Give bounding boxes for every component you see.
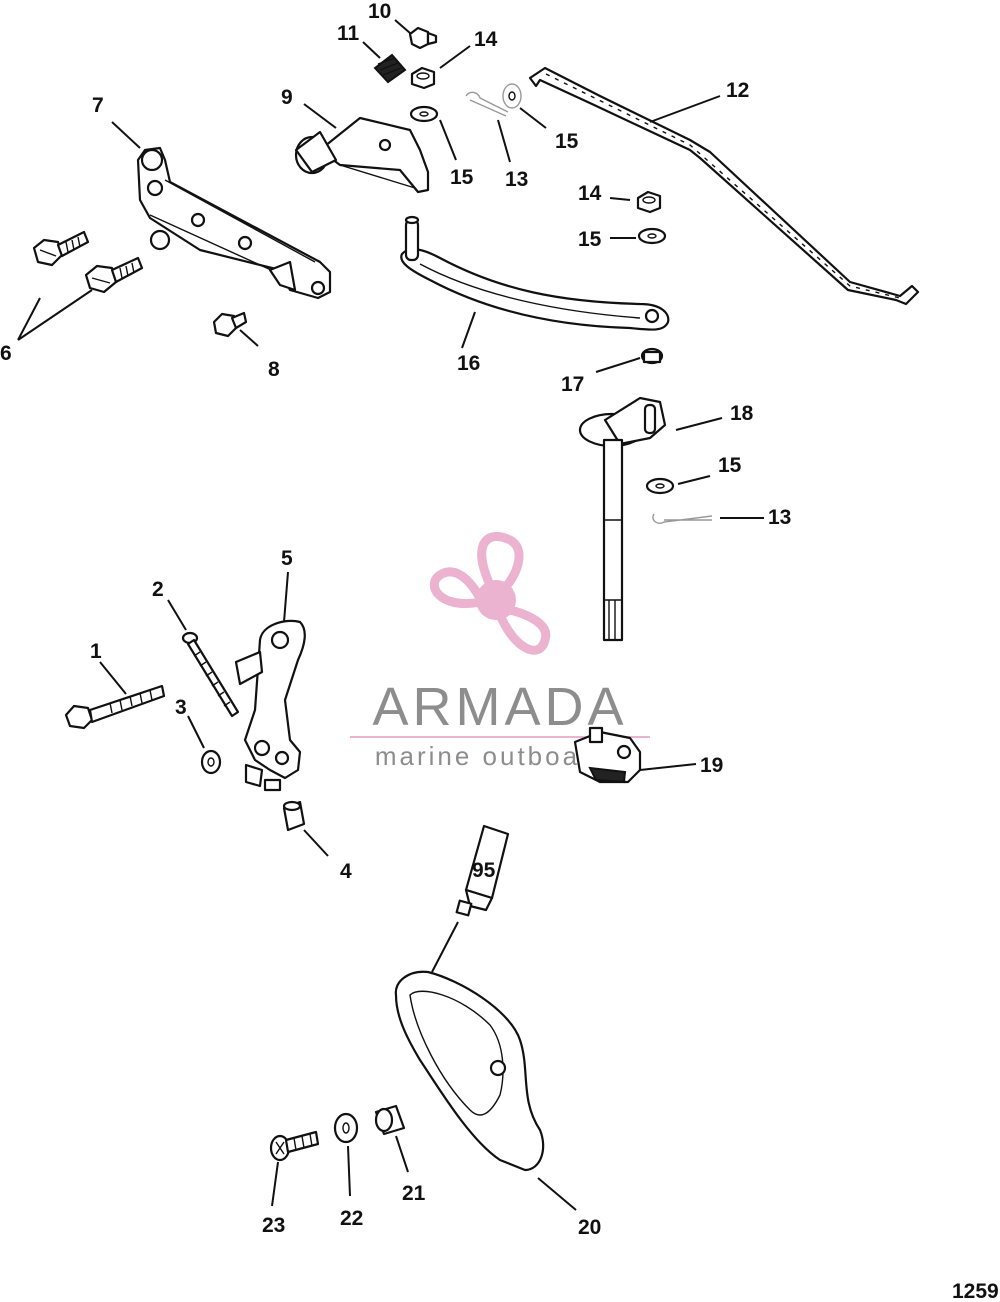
part-6-bolt-lower [84,256,144,294]
callout-15-d: 15 [718,454,742,477]
callout-17: 17 [561,373,584,396]
callout-15-a: 15 [450,166,474,189]
callout-22: 22 [340,1207,363,1230]
part-2-screw [181,631,240,718]
part-18-shift-shaft [578,396,667,642]
callout-20: 20 [578,1216,601,1239]
callout-4: 4 [340,860,352,883]
part-15-washers [409,83,675,495]
part-20-cover [394,970,545,1172]
callout-9: 9 [281,86,293,109]
part-14-nut-lower [636,190,662,214]
part-4-sleeve [282,800,306,832]
part-12-shift-rod [528,66,920,306]
part-5-shift-link [234,619,306,792]
part-1-bolt [64,684,166,730]
part-9-roller-bracket [294,116,430,194]
callout-18: 18 [730,402,754,425]
callout-13-upper: 13 [505,168,528,191]
callout-3: 3 [175,696,187,719]
callout-8: 8 [268,358,280,381]
part-8-screw [212,311,248,338]
callout-1: 1 [90,640,102,663]
sealant-tube: 95 [455,824,510,917]
part-6-bolt-upper [32,230,90,267]
callout-14-upper: 14 [474,28,498,51]
callout-21: 21 [402,1182,426,1205]
part-11-spring [373,53,407,84]
propeller-logo [429,532,551,655]
part-13-cotter-pins [465,91,713,524]
callout-13-lower: 13 [768,506,791,529]
callout-19: 19 [700,754,723,777]
callout-5: 5 [281,547,293,570]
part-14-nut-upper [410,66,436,90]
callout-15-c: 15 [578,228,602,251]
callout-15-b: 15 [555,130,579,153]
sealant-label: 95 [472,859,496,882]
callout-16: 16 [457,352,480,375]
part-23-screw [269,1130,320,1162]
callout-6: 6 [0,342,12,365]
part-22-washer [333,1112,359,1144]
callout-11: 11 [337,22,360,45]
part-16-shift-lever [400,215,670,331]
leader-lines [17,19,764,1211]
callout-7: 7 [92,94,104,117]
callout-23: 23 [262,1214,285,1237]
part-7-bracket [136,146,332,300]
figure-id: 1259 [952,1280,999,1302]
part-3-nut [200,749,222,775]
part-21-bushing [374,1104,406,1136]
part-19-detent-switch [573,726,642,784]
callout-12: 12 [726,79,749,102]
part-10-screw [408,26,438,50]
watermark-brand: ARMADA [372,677,627,737]
part-17-bushing [640,347,664,365]
callout-2: 2 [152,578,164,601]
callout-14-lower: 14 [578,182,602,205]
callout-10: 10 [368,0,391,23]
